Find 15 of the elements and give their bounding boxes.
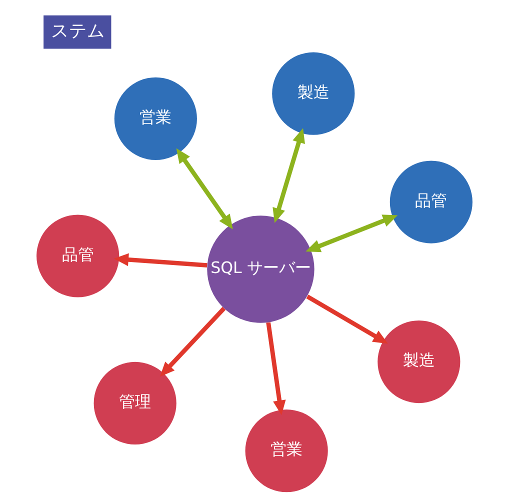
node-circle: 営業: [114, 77, 196, 160]
arrow: [305, 214, 398, 252]
arrow: [159, 306, 226, 377]
arrow: [266, 322, 286, 416]
node-circle: 製造: [377, 320, 460, 404]
node-circle: 営業: [244, 410, 328, 492]
arrow: [113, 253, 207, 268]
node-circle: SQL サーバー: [206, 216, 314, 323]
diagram-title: ステム: [50, 21, 105, 42]
arrow: [306, 294, 388, 344]
arrow: [272, 128, 304, 223]
node-circle: 品管: [389, 160, 472, 244]
node-circle: 製造: [272, 52, 354, 135]
arrow: [176, 148, 232, 230]
node-circle: 品管: [36, 214, 119, 298]
